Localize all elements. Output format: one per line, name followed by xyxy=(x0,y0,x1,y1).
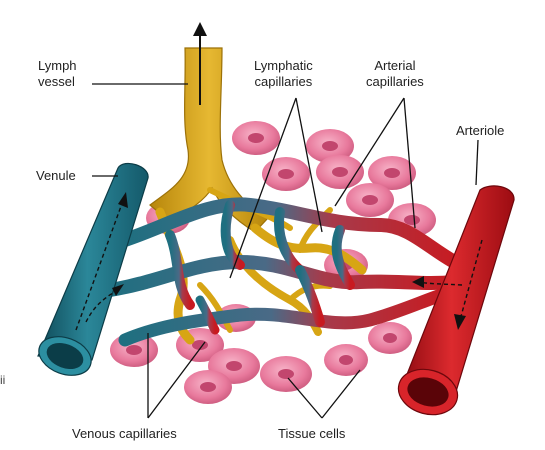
edge-text-fragment: ii xyxy=(0,372,5,388)
tissue-cell xyxy=(232,121,280,155)
tissue-cell xyxy=(368,322,412,354)
arteriole-leader xyxy=(476,140,478,185)
lymph-vessel-label: Lymph vessel xyxy=(38,58,77,90)
arteriole-label: Arteriole xyxy=(456,123,504,139)
tissue-cell xyxy=(346,183,394,217)
arterial-capillaries-label-line2: capillaries xyxy=(366,74,424,90)
tissue-cells-label: Tissue cells xyxy=(278,426,345,442)
venule-label: Venule xyxy=(36,168,76,184)
lymphatic-capillaries-label: Lymphatic capillaries xyxy=(254,58,313,90)
lymph-vessel-label-line2: vessel xyxy=(38,74,77,90)
venous-capillaries-label: Venous capillaries xyxy=(72,426,177,442)
lymphatic-capillaries-label-line1: Lymphatic xyxy=(254,58,313,74)
tissue-cells-leader-2 xyxy=(322,370,360,418)
tissue-cell xyxy=(184,370,232,404)
lymph-vessel-label-line1: Lymph xyxy=(38,58,77,74)
tissue-cell xyxy=(324,344,368,376)
lymphatic-capillaries-label-line2: capillaries xyxy=(254,74,313,90)
tissue-cell xyxy=(260,356,312,392)
tissue-cell xyxy=(262,157,310,191)
arterial-capillaries-label: Arterial capillaries xyxy=(366,58,424,90)
arterial-capillaries-label-line1: Arterial xyxy=(366,58,424,74)
